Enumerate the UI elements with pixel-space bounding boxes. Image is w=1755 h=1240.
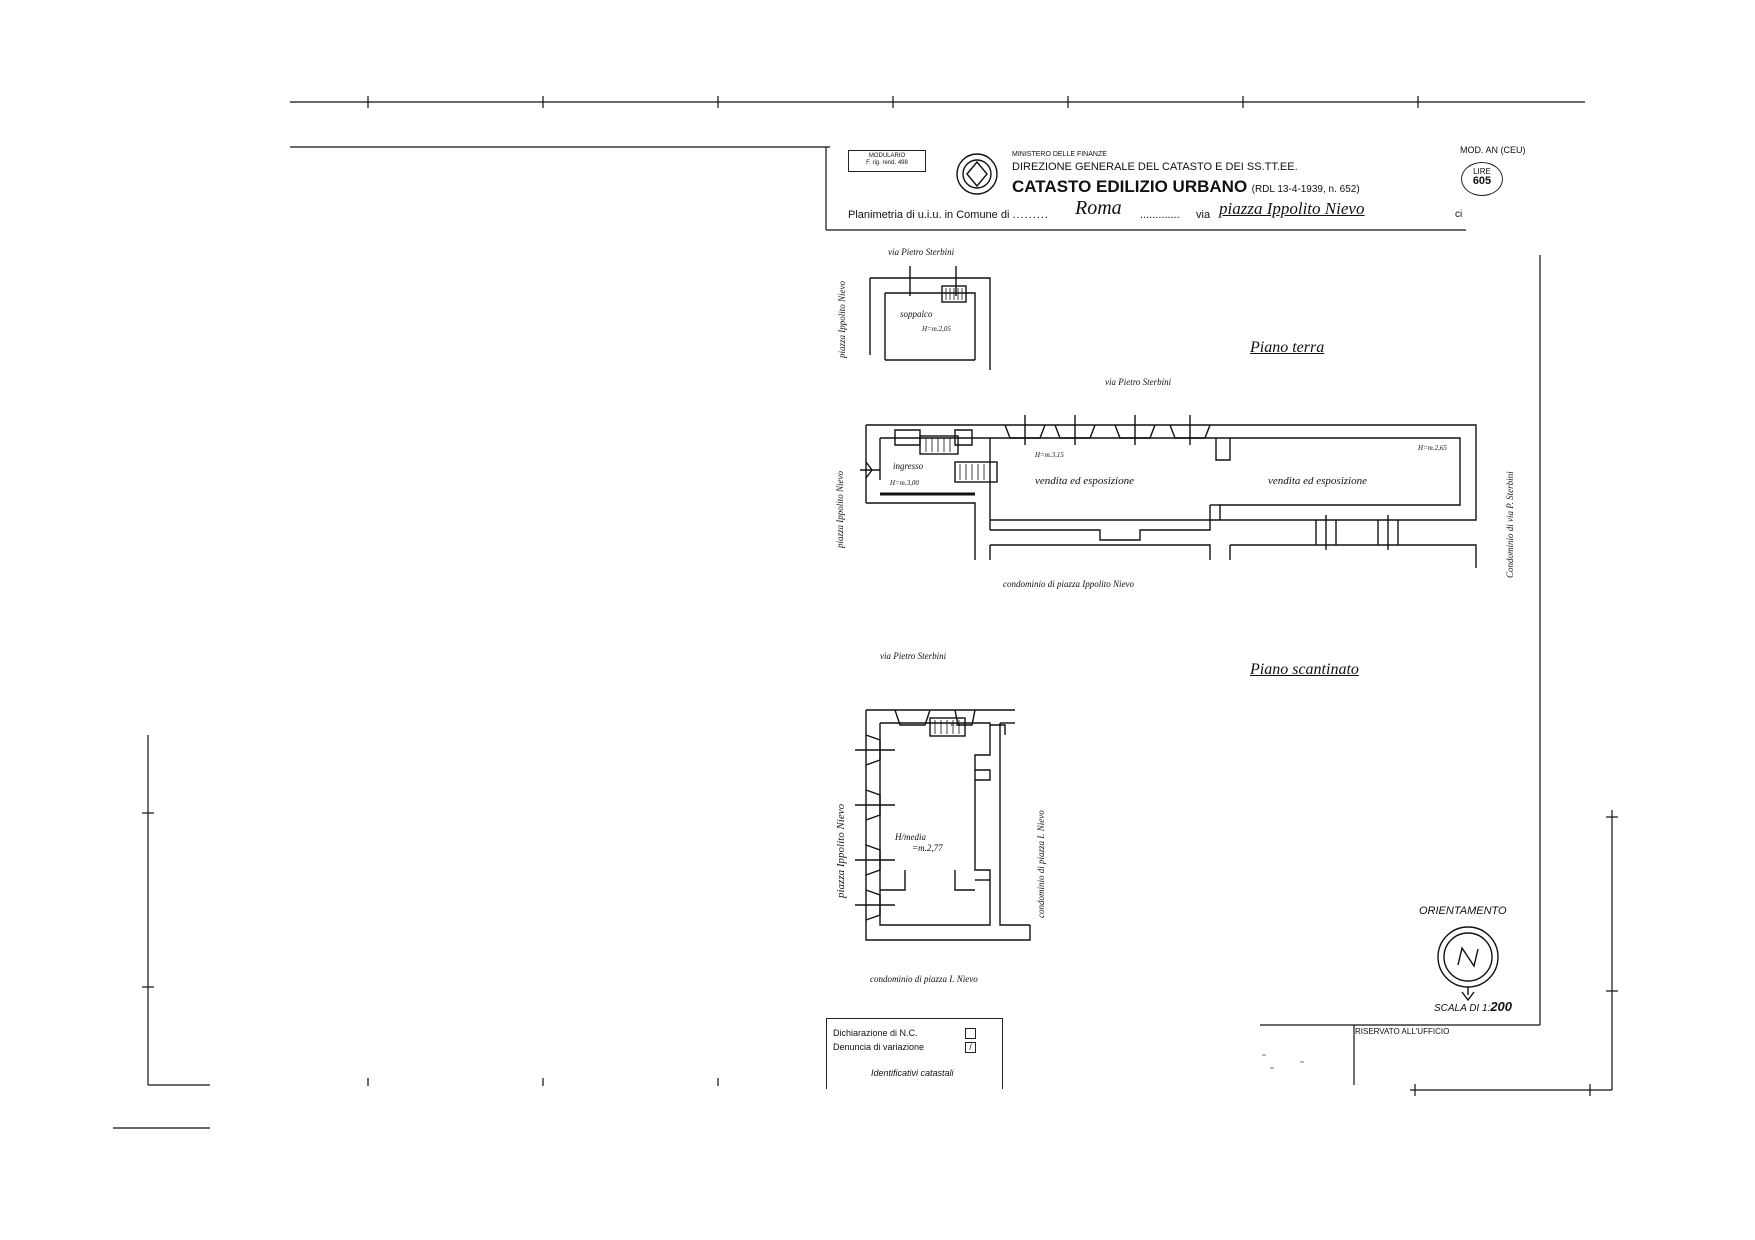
law-reference: (RDL 13-4-1939, n. 652) <box>1251 184 1360 195</box>
variation-checkbox[interactable]: / <box>965 1042 976 1053</box>
entrance-label: ingresso <box>893 461 924 471</box>
plan-dots-2: ............. <box>1140 209 1180 221</box>
ministry-label: MINISTERO DELLE FINANZE <box>1012 151 1107 158</box>
basement-wc: w.c. <box>950 720 961 728</box>
ground-street-top: via Pietro Sterbini <box>1105 377 1172 387</box>
basement-street-top: via Pietro Sterbini <box>880 651 947 661</box>
ground-street-bottom: condominio di piazza Ippolito Nievo <box>1003 579 1134 589</box>
nc-checkbox[interactable] <box>965 1028 976 1039</box>
ground-street-right: Condominio di via P. Sterbini <box>1505 471 1515 578</box>
scale-value: 200 <box>1490 999 1513 1014</box>
state-emblem-drawing <box>956 153 998 195</box>
stamp-currency: LIRE <box>1473 167 1491 176</box>
basement-street-bottom: condominio di piazza I. Nievo <box>870 974 978 984</box>
ground-street-left: piazza Ippolito Nievo <box>835 471 845 548</box>
basement-street-right: condominio di piazza I. Nievo <box>1036 810 1046 918</box>
entrance-height: H=m.3,00 <box>890 479 919 487</box>
stamp-badge: LIRE 605 <box>1461 162 1503 196</box>
register-title-text: CATASTO EDILIZIO URBANO <box>1012 177 1248 196</box>
ruler-lines <box>113 96 1618 1129</box>
via-value: piazza Ippolito Nievo <box>1219 199 1365 218</box>
orientation-compass <box>1437 926 1499 1002</box>
civ-label: ci <box>1455 209 1463 220</box>
faint-marks <box>1262 1054 1304 1069</box>
mezzanine-room: soppalco <box>900 309 933 319</box>
room2-height: H=m.2,65 <box>1418 444 1447 452</box>
nc-label: Dichiarazione di N.C. <box>833 1028 918 1038</box>
basement-plan <box>855 709 1031 941</box>
ground-floor-plan <box>860 415 1477 568</box>
identifiers-label: Identificativi catastali <box>871 1068 954 1078</box>
via-label: via <box>1196 209 1211 221</box>
mezzanine-street-top: via Pietro Sterbini <box>888 247 955 257</box>
plan-prefix-text: Planimetria di u.i.u. in Comune di <box>848 209 1010 221</box>
modulario-code: F. rig. rend. 498 <box>866 160 908 166</box>
directorate-label: DIREZIONE GENERALE DEL CATASTO E DEI SS.… <box>1012 161 1298 173</box>
modulario-box: MODULARIO F. rig. rend. 498 <box>848 150 926 172</box>
basement-title: Piano scantinato <box>1250 661 1359 678</box>
plan-dots-1: ......... <box>1012 209 1049 221</box>
room1-height: H=m.3,15 <box>1035 451 1064 459</box>
reserved-label: RISERVATO ALL'UFFICIO <box>1355 1027 1450 1036</box>
basement-height-value: =m.2,77 <box>912 843 943 853</box>
mezzanine-street-left: piazza Ippolito Nievo <box>837 281 847 358</box>
declaration-box: Dichiarazione di N.C. Denuncia di variaz… <box>826 1018 1003 1089</box>
plan-prefix: Planimetria di u.i.u. in Comune di .....… <box>848 210 1049 221</box>
modulario-label: MODULARIO <box>868 153 906 159</box>
comune-value: Roma <box>1075 197 1122 219</box>
scale-label: SCALA DI 1:200 <box>1434 1000 1512 1014</box>
basement-street-left: piazza Ippolito Nievo <box>835 803 847 898</box>
mezzanine-height: H=m.2,05 <box>922 325 951 333</box>
room2-label: vendita ed esposizione <box>1268 475 1367 487</box>
orientation-label: ORIENTAMENTO <box>1419 905 1507 917</box>
room1-label: vendita ed esposizione <box>1035 475 1134 487</box>
scale-prefix: SCALA DI 1: <box>1434 1003 1491 1014</box>
mezzanine-plan <box>869 266 991 370</box>
basement-height-label: H/media <box>895 832 926 842</box>
ground-floor-title: Piano terra <box>1250 339 1325 356</box>
variation-label: Denuncia di variazione <box>833 1042 925 1052</box>
stamp-value: 605 <box>1472 175 1492 187</box>
model-code: MOD. AN (CEU) <box>1460 145 1526 155</box>
register-title: CATASTO EDILIZIO URBANO (RDL 13-4-1939, … <box>1012 178 1360 196</box>
